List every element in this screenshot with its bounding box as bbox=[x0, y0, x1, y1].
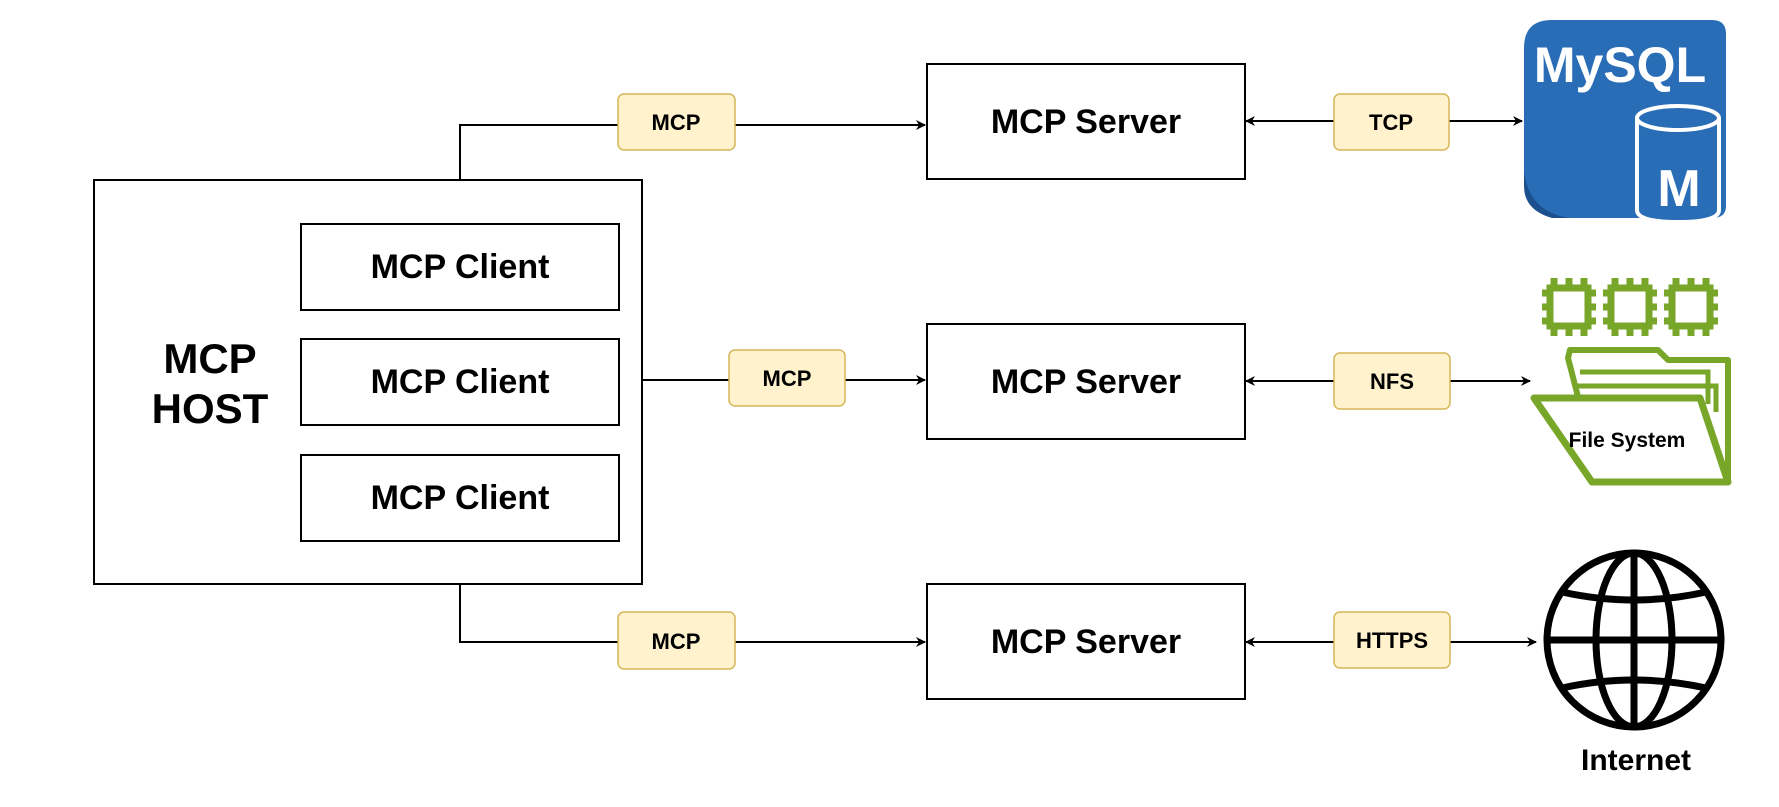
mysql-logo-text: MySQL bbox=[1534, 37, 1706, 93]
mcp-server-box-1 bbox=[926, 63, 1246, 180]
protocol-label-nfs: NFS bbox=[1370, 369, 1414, 394]
mcp-client-box-3 bbox=[300, 454, 620, 542]
mcp-client-box-2 bbox=[300, 338, 620, 426]
mcp-client-label-3: MCP Client bbox=[371, 479, 550, 517]
protocol-pill-mcp-1 bbox=[617, 93, 736, 151]
internet-label: Internet bbox=[1581, 744, 1691, 777]
mcp-server-label-2: MCP Server bbox=[991, 363, 1181, 401]
chip-icon bbox=[1542, 278, 1596, 336]
protocol-label-mcp-2: MCP bbox=[763, 366, 812, 391]
protocol-pill-nfs bbox=[1333, 352, 1451, 410]
protocol-pill-mcp-2 bbox=[728, 349, 846, 407]
protocol-label-mcp-1: MCP bbox=[652, 110, 701, 135]
chip-icon bbox=[1603, 278, 1657, 336]
mcp-server-box-2 bbox=[926, 323, 1246, 440]
mcp-server-label-3: MCP Server bbox=[991, 623, 1181, 661]
protocol-label-mcp-3: MCP bbox=[652, 629, 701, 654]
chip-icon bbox=[1664, 278, 1718, 336]
protocol-pill-mcp-3 bbox=[617, 611, 736, 670]
protocol-pill-tcp bbox=[1333, 93, 1450, 151]
mcp-client-label-2: MCP Client bbox=[371, 363, 550, 401]
mcp-server-label-1: MCP Server bbox=[991, 103, 1181, 141]
host-label-line2: HOST bbox=[152, 385, 269, 432]
mysql-cylinder-letter: M bbox=[1657, 160, 1700, 218]
globe-icon bbox=[1543, 549, 1725, 731]
protocol-label-tcp: TCP bbox=[1369, 110, 1413, 135]
protocol-pill-https bbox=[1333, 611, 1451, 669]
folder-icon: File System bbox=[1530, 347, 1732, 486]
host-label-line1: MCP bbox=[163, 335, 256, 382]
file-system-label: File System bbox=[1569, 429, 1686, 452]
mcp-server-box-3 bbox=[926, 583, 1246, 700]
mysql-logo-icon: MySQL M bbox=[1524, 20, 1726, 225]
mcp-client-box-1 bbox=[300, 223, 620, 311]
mcp-client-label-1: MCP Client bbox=[371, 248, 550, 286]
protocol-label-https: HTTPS bbox=[1356, 628, 1428, 653]
